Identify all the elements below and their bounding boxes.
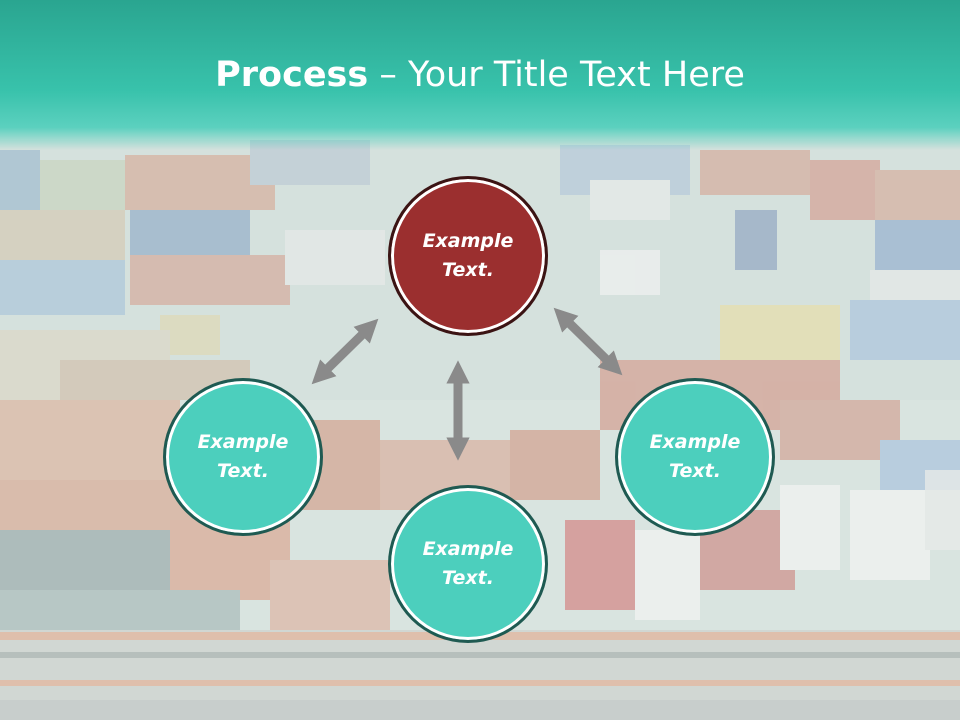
slide-title: Process – Your Title Text Here bbox=[0, 52, 960, 98]
node-label: Example Text. bbox=[422, 538, 514, 589]
title-text: Your Title Text Here bbox=[407, 55, 745, 95]
node-label: Example Text. bbox=[422, 230, 514, 281]
process-node-right[interactable]: Example Text. bbox=[615, 378, 775, 536]
node-label: Example Text. bbox=[197, 431, 289, 482]
process-node-left[interactable]: Example Text. bbox=[163, 378, 323, 536]
title-bar bbox=[0, 0, 960, 150]
process-node-top[interactable]: Example Text. bbox=[388, 176, 548, 336]
double-arrow-icon bbox=[553, 307, 623, 376]
process-node-bottom[interactable]: Example Text. bbox=[388, 485, 548, 643]
double-arrow-icon bbox=[311, 318, 379, 385]
title-bold: Process bbox=[215, 55, 369, 95]
node-label: Example Text. bbox=[649, 431, 741, 482]
title-separator: – bbox=[368, 55, 408, 95]
